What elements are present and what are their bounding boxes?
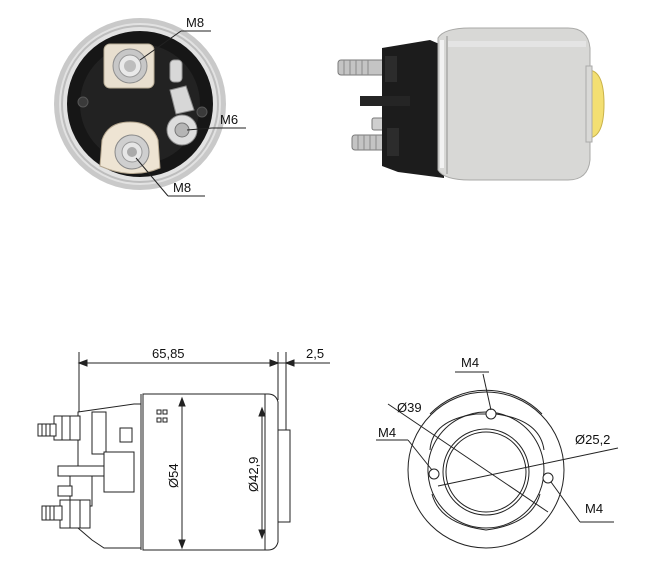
rivet [196, 106, 208, 118]
overhang-dimension: 2,5 [306, 346, 324, 361]
spring-contact [169, 59, 183, 83]
front-drawing [376, 371, 619, 549]
side-stud [166, 85, 198, 146]
bolt-circle-dimension: Ø39 [397, 400, 422, 415]
left-hole-label: M4 [378, 425, 396, 440]
rivet [77, 96, 89, 108]
bore-dimension: Ø25,2 [575, 432, 610, 447]
top-stud-label: M8 [186, 15, 204, 30]
right-hole-label: M4 [585, 501, 603, 516]
length-dimension: 65,85 [152, 346, 185, 361]
inner-diameter-dimension: Ø42,9 [246, 457, 261, 492]
side-drawing [37, 352, 330, 551]
rear-view-photo: M8 M6 M8 [54, 15, 246, 197]
bottom-stud-label: M8 [173, 180, 191, 195]
bottom-stud [99, 121, 161, 174]
body-diameter-dimension: Ø54 [166, 463, 181, 488]
side-stud-label: M6 [220, 112, 238, 127]
housing [437, 27, 591, 181]
top-hole-label: M4 [461, 355, 479, 370]
top-stud [103, 43, 155, 89]
side-view-photo [337, 27, 605, 181]
